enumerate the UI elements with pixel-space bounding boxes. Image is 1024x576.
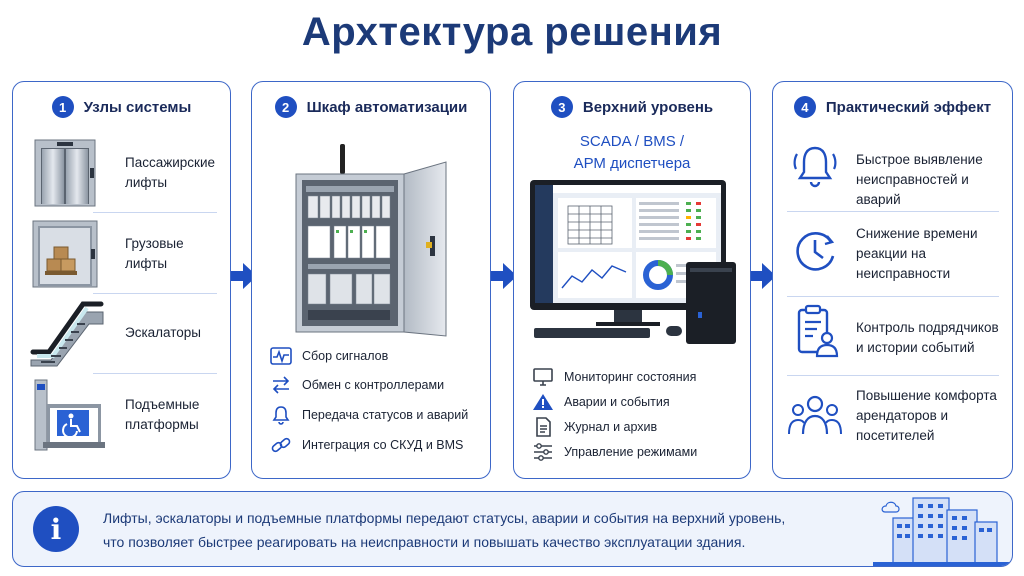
node-passenger-elevators: Пассажирские лифты: [27, 134, 217, 212]
flow-arrow-icon: [231, 263, 257, 289]
effect-label: Повышение комфорта арендаторов и посетит…: [856, 388, 997, 443]
alarm-bell-icon: [793, 146, 837, 188]
panel-header: 3 Верхний уровень: [514, 96, 750, 118]
divider: [787, 375, 999, 376]
panel-title: Практический эффект: [825, 98, 992, 116]
automation-cabinet-illustration: [295, 144, 447, 337]
step-number-badge: 2: [274, 96, 297, 118]
link-icon: [271, 437, 291, 453]
feature-integration: Интеграция со СКУД и BMS: [270, 435, 463, 455]
warning-icon: [533, 394, 553, 410]
feature-signal-collection: Сбор сигналов: [270, 346, 388, 366]
clipboard-user-icon: [797, 304, 839, 358]
feature-label: Интеграция со СКУД и BMS: [302, 438, 464, 452]
divider: [93, 212, 217, 213]
feature-label: Журнал и архив: [564, 420, 658, 434]
city-buildings-icon: [873, 497, 1012, 566]
freight-elevator-icon: [32, 220, 98, 288]
info-bar: i Лифты, эскалаторы и подъемные платформ…: [12, 491, 1013, 567]
panel-system-nodes: 1 Узлы системы Пассажирские лифты Грузов: [12, 81, 231, 479]
people-icon: [788, 395, 842, 435]
monitor-icon: [533, 368, 553, 386]
page-title: Архтектура решения: [301, 10, 723, 54]
panel-header: 1 Узлы системы: [13, 96, 230, 118]
feature-status-transfer: Передача статусов и аварий: [270, 405, 468, 425]
node-label: Пассажирские лифты: [125, 155, 216, 190]
feature-label: Мониторинг состояния: [564, 370, 697, 384]
panel-practical-effect: 4 Практический эффект Быстрое выявление …: [772, 81, 1013, 479]
node-label: Эскалаторы: [125, 325, 202, 340]
info-text: Лифты, эскалаторы и подъемные платформы …: [103, 506, 785, 554]
panel-title: Шкаф автоматизации: [306, 98, 468, 116]
bell-icon: [272, 406, 290, 425]
info-line: Лифты, эскалаторы и подъемные платформы …: [103, 510, 786, 526]
feature-state-monitoring: Мониторинг состояния: [532, 367, 696, 387]
clock-icon: [796, 232, 835, 271]
panel-automation-cabinet: 2 Шкаф автоматизации Сбор: [251, 81, 491, 479]
panel-subtitle: SCADA / BMS / АРМ диспетчера: [573, 133, 691, 172]
scada-workstation-illustration: [530, 180, 736, 344]
panel-title: Узлы системы: [83, 98, 192, 116]
passenger-elevator-icon: [34, 139, 96, 207]
feature-journal-archive: Журнал и архив: [532, 417, 657, 437]
effect-label: Снижение времени реакции на неисправност…: [856, 226, 978, 281]
step-number-badge: 4: [793, 96, 816, 118]
exchange-arrows-icon: [272, 376, 290, 394]
feature-label: Аварии и события: [564, 395, 670, 409]
panel-header: 4 Практический эффект: [773, 96, 1012, 118]
document-icon: [536, 417, 551, 437]
effect-label: Контроль подрядчиков и истории событий: [856, 320, 999, 355]
info-icon: i: [33, 506, 79, 552]
node-label: Подъемные платформы: [125, 397, 200, 432]
node-freight-elevators: Грузовые лифты: [27, 215, 217, 293]
feature-label: Управление режимами: [564, 445, 698, 459]
flow-arrow-icon: [491, 263, 517, 289]
node-label: Грузовые лифты: [125, 236, 184, 271]
info-line: что позволяет быстрее реагировать на неи…: [103, 534, 746, 550]
panel-top-level: 3 Верхний уровень SCADA / BMS / АРМ дисп…: [513, 81, 751, 479]
flow-arrow-icon: [750, 263, 776, 289]
feature-label: Обмен с контроллерами: [302, 378, 445, 392]
feature-controller-exchange: Обмен с контроллерами: [270, 375, 444, 395]
sliders-icon: [534, 443, 552, 461]
panel-title: Верхний уровень: [582, 98, 714, 116]
divider: [93, 373, 217, 374]
feature-mode-control: Управление режимами: [532, 442, 697, 462]
feature-label: Передача статусов и аварий: [302, 408, 469, 422]
node-escalators: Эскалаторы: [27, 294, 217, 372]
feature-label: Сбор сигналов: [302, 349, 389, 363]
feature-alarms-events: Аварии и события: [532, 392, 670, 412]
divider: [93, 293, 217, 294]
escalator-icon: [30, 301, 104, 367]
divider: [787, 211, 999, 212]
effect-label: Быстрое выявление неисправностей и авари…: [856, 152, 983, 207]
step-number-badge: 3: [550, 96, 573, 118]
node-lift-platforms: Подъемные платформы: [27, 376, 217, 454]
divider: [787, 296, 999, 297]
step-number-badge: 1: [51, 96, 74, 118]
lift-platform-icon: [34, 379, 105, 451]
panel-header: 2 Шкаф автоматизации: [252, 96, 490, 118]
signal-wave-icon: [270, 347, 292, 365]
